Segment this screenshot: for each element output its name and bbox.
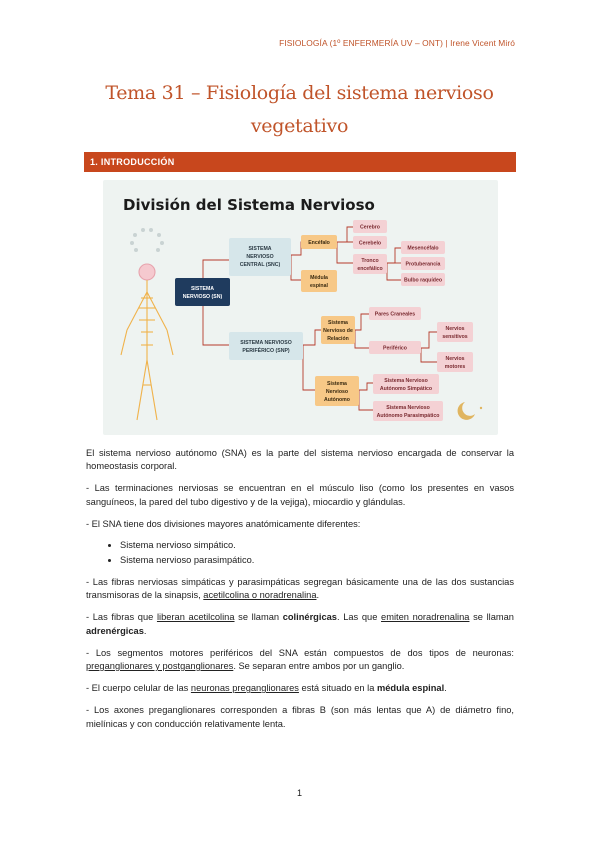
parasimpatico-box <box>373 401 443 421</box>
sensitivos-box <box>437 322 473 342</box>
neuron-dots-icon <box>130 228 164 252</box>
cerebro-label: Cerebro <box>360 225 380 231</box>
paragraph-cuerpo-celular: - El cuerpo celular de las neuronas preg… <box>86 682 514 695</box>
relacion-box <box>321 316 355 344</box>
medula-label-2: espinal <box>310 283 328 289</box>
protuberancia-box <box>401 257 445 270</box>
motores-label-2: motores <box>445 364 466 370</box>
autonomo-box <box>315 376 359 406</box>
tronco-label-2: encefálico <box>357 266 382 272</box>
pares-box <box>369 307 421 320</box>
list-item: Sistema nervioso simpático. <box>120 538 514 553</box>
parasimpatico-label-1: Sistema Nervioso <box>386 405 430 411</box>
underlined-text: emiten noradrenalina <box>381 612 470 623</box>
mesencefalo-label: Mesencéfalo <box>407 246 438 252</box>
pares-label: Pares Craneales <box>375 312 415 318</box>
sn-label-2: NERVIOSO (SN) <box>183 294 223 300</box>
text-span: - Las fibras que <box>86 612 157 623</box>
tronco-label-1: Tronco <box>361 258 378 264</box>
medula-label-1: Médula <box>310 275 328 281</box>
text-span: está situado en la <box>298 683 377 694</box>
tronco-box <box>353 254 387 274</box>
mesencefalo-box <box>401 241 445 254</box>
simpatico-label-2: Autónomo Simpático <box>380 386 432 392</box>
encefalo-label: Encéfalo <box>308 240 330 246</box>
text-span: . <box>143 625 147 636</box>
text-span: se llaman <box>469 612 514 623</box>
bold-text: médula espinal <box>376 683 445 694</box>
sensitivos-label-1: Nervios <box>445 326 464 332</box>
page-title-line1: Tema 31 – Fisiología del sistema nervios… <box>105 82 494 104</box>
medula-box <box>301 270 337 292</box>
divisions-list: Sistema nervioso simpático. Sistema nerv… <box>86 538 514 568</box>
autonomo-label-2: Nervioso <box>326 389 348 395</box>
simpatico-box <box>373 374 439 394</box>
underlined-text: neuronas preganglionares <box>190 683 299 694</box>
text-span: se llaman <box>234 612 283 623</box>
paragraph-fibras-sustancias: - Las fibras nerviosas simpáticas y para… <box>86 576 514 602</box>
cerebelo-label: Cerebelo <box>359 241 381 247</box>
periferico-label: Periférico <box>383 346 407 352</box>
bulbo-label: Bulbo raquídeo <box>404 278 442 284</box>
list-item: Sistema nervioso parasimpático. <box>120 553 514 568</box>
relacion-label-3: Relación <box>327 336 349 342</box>
paragraph-colinergicas: - Las fibras que liberan acetilcolina se… <box>86 611 514 637</box>
autonomo-label-3: Autónomo <box>324 397 350 403</box>
human-body-figure-icon <box>120 263 174 421</box>
relacion-label-1: Sistema <box>328 320 348 326</box>
bold-text: colinérgicas <box>282 612 337 623</box>
sn-label-1: SISTEMA <box>191 286 214 292</box>
snc-box <box>229 238 291 276</box>
paragraph-terminaciones: - Las terminaciones nerviosas se encuent… <box>86 483 514 507</box>
main-content: El sistema nervioso autónomo (SNA) es la… <box>86 447 514 740</box>
snc-label-3: CENTRAL (SNC) <box>240 262 281 268</box>
sensitivos-label-2: sensitivos <box>442 334 467 340</box>
snp-label-2: PERIFÉRICO (SNP) <box>242 346 290 354</box>
bold-text: adrenérgicas <box>86 625 144 636</box>
nervous-system-diagram: División del Sistema Nervioso <box>103 180 498 435</box>
autonomo-label-1: Sistema <box>327 381 347 387</box>
parasimpatico-label-2: Autónomo Parasimpático <box>377 413 440 419</box>
page-header: FISIOLOGÍA (1º ENFERMERÍA UV – ONT) | Ir… <box>279 38 515 48</box>
relacion-label-2: Nervioso de <box>323 328 353 334</box>
bulbo-box <box>401 273 445 286</box>
snp-label-1: SISTEMA NERVIOSO <box>240 340 292 346</box>
section-heading-introduccion: 1. INTRODUCCIÓN <box>84 152 516 172</box>
underlined-text: liberan acetilcolina <box>156 612 235 623</box>
underlined-text: preganglionares y postganglionares <box>86 661 234 672</box>
paragraph-divisiones: - El SNA tiene dos divisiones mayores an… <box>86 518 361 529</box>
text-span: - Las fibras nerviosas simpáticas y para… <box>86 577 514 601</box>
underlined-text: acetilcolina o noradrenalina <box>203 590 317 601</box>
snc-label-2: NERVIOSO <box>246 254 273 260</box>
text-span: . Se separan entre ambos por un ganglio. <box>233 661 405 672</box>
cerebro-box <box>353 220 387 233</box>
motores-label-1: Nervios <box>445 356 464 362</box>
text-span: . Las que <box>336 612 382 623</box>
moon-logo-icon <box>457 402 483 420</box>
snc-label-1: SISTEMA <box>248 246 271 252</box>
paragraph-sna-definition: El sistema nervioso autónomo (SNA) es la… <box>86 448 514 472</box>
periferico-box <box>369 341 421 354</box>
text-span: - Los segmentos motores periféricos del … <box>86 647 514 658</box>
encefalo-box <box>301 235 337 249</box>
page-number: 1 <box>296 788 302 798</box>
simpatico-label-1: Sistema Nervioso <box>384 378 428 384</box>
cerebelo-box <box>353 236 387 249</box>
paragraph-segmentos: - Los segmentos motores periféricos del … <box>86 647 514 673</box>
text-span: . <box>444 683 447 694</box>
text-span: . <box>316 590 320 601</box>
page-title-line2: vegetativo <box>250 115 349 137</box>
diagram-title: División del Sistema Nervioso <box>123 196 375 214</box>
motores-box <box>437 352 473 372</box>
paragraph-axones: - Los axones preganglionares corresponde… <box>86 705 514 729</box>
protuberancia-label: Protuberancia <box>406 262 441 268</box>
sn-box <box>175 278 230 306</box>
text-span: - El cuerpo celular de las <box>86 683 191 694</box>
snp-box <box>229 332 303 360</box>
